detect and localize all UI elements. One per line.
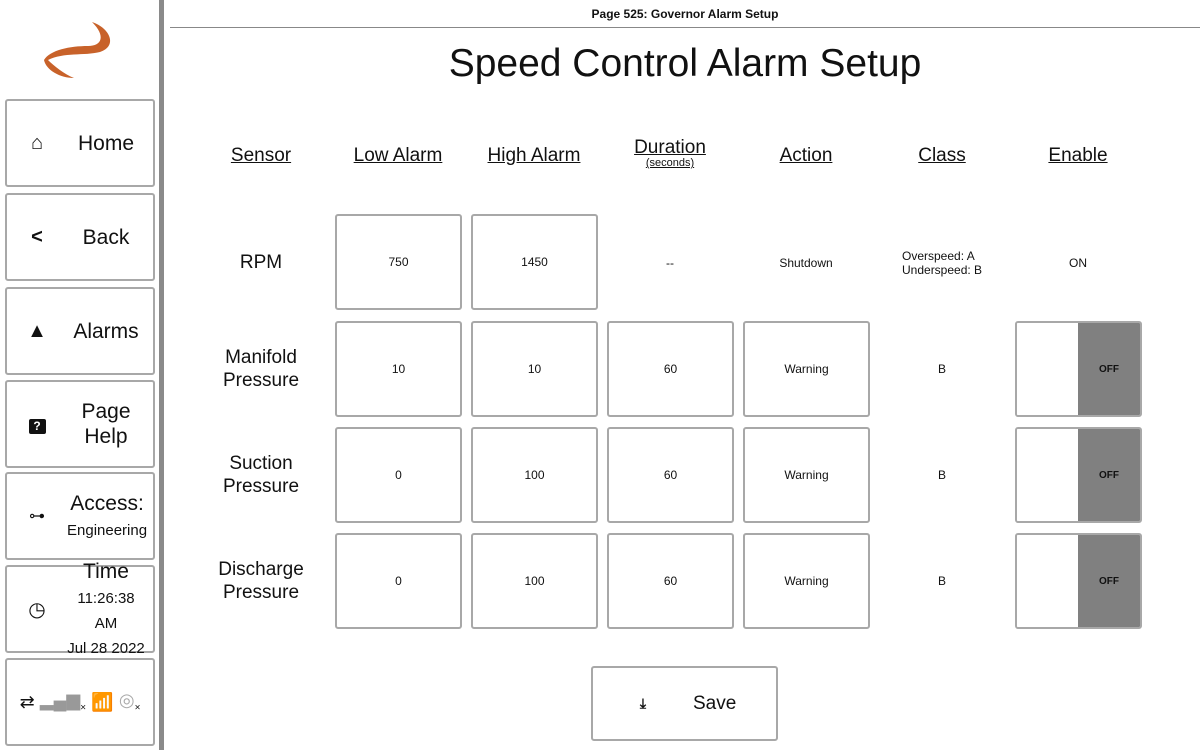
low-alarm-input[interactable]: 750	[335, 214, 462, 310]
clock-icon: ◷	[28, 598, 46, 621]
low-alarm-input[interactable]: 10	[335, 321, 462, 417]
enable-toggle[interactable]: OFF	[1015, 427, 1142, 523]
page-title: Speed Control Alarm Setup	[448, 42, 922, 85]
gps-off-icon: ◎×	[118, 690, 141, 714]
action-select[interactable]: Warning	[743, 533, 870, 629]
transfer-icon: ⇄	[19, 691, 35, 712]
high-alarm-input[interactable]: 1450	[471, 214, 598, 310]
sensor-label: RPM	[239, 252, 283, 273]
company-logo	[44, 22, 111, 78]
sidebar-divider	[159, 0, 164, 750]
sidebar: ⌂Home <Back ▲Alarms ?Page Help ⊶Access:E…	[0, 0, 160, 750]
alarms-button[interactable]: ▲Alarms	[5, 287, 155, 375]
action-select[interactable]: Warning	[743, 321, 870, 417]
warning-icon: ▲	[27, 319, 47, 342]
col-duration: Duration(seconds)	[634, 137, 706, 169]
class-value: B	[937, 468, 946, 482]
duration-input[interactable]: 60	[607, 427, 734, 523]
duration-value: --	[666, 256, 674, 270]
back-button[interactable]: <Back	[5, 193, 155, 281]
high-alarm-input[interactable]: 10	[471, 321, 598, 417]
enable-toggle[interactable]: OFF	[1015, 533, 1142, 629]
low-alarm-input[interactable]: 0	[335, 533, 462, 629]
save-button[interactable]: ⤓ Save	[591, 666, 778, 741]
chevron-left-icon: <	[31, 225, 43, 248]
status-bar[interactable]: ⇄ ▂▄▆× 📶 ◎×	[5, 658, 155, 746]
home-button[interactable]: ⌂Home	[5, 99, 155, 187]
col-enable: Enable	[1048, 145, 1108, 166]
duration-input[interactable]: 60	[607, 321, 734, 417]
help-icon: ?	[7, 413, 67, 436]
duration-input[interactable]: 60	[607, 533, 734, 629]
action-value: Shutdown	[779, 256, 833, 270]
enable-value: ON	[1069, 256, 1087, 270]
wifi-icon: 📶	[91, 691, 114, 712]
high-alarm-input[interactable]: 100	[471, 533, 598, 629]
access-button[interactable]: ⊶Access:Engineering	[5, 472, 155, 560]
col-sensor: Sensor	[230, 145, 292, 166]
download-icon: ⤓	[639, 695, 647, 711]
high-alarm-input[interactable]: 100	[471, 427, 598, 523]
class-value: B	[937, 362, 946, 376]
page-number: Page 525: Governor Alarm Setup	[591, 7, 779, 21]
col-action: Action	[779, 145, 833, 166]
key-icon: ⊶	[29, 508, 45, 525]
enable-toggle[interactable]: OFF	[1015, 321, 1142, 417]
col-low-alarm: Low Alarm	[353, 145, 443, 166]
low-alarm-input[interactable]: 0	[335, 427, 462, 523]
page-help-button[interactable]: ?Page Help	[5, 380, 155, 468]
col-class: Class	[918, 145, 966, 166]
header-divider	[170, 27, 1200, 28]
class-value: B	[937, 574, 946, 588]
home-icon: ⌂	[30, 131, 44, 154]
action-select[interactable]: Warning	[743, 427, 870, 523]
col-high-alarm: High Alarm	[487, 145, 581, 166]
cellular-off-icon: ▂▄▆×	[39, 690, 87, 714]
